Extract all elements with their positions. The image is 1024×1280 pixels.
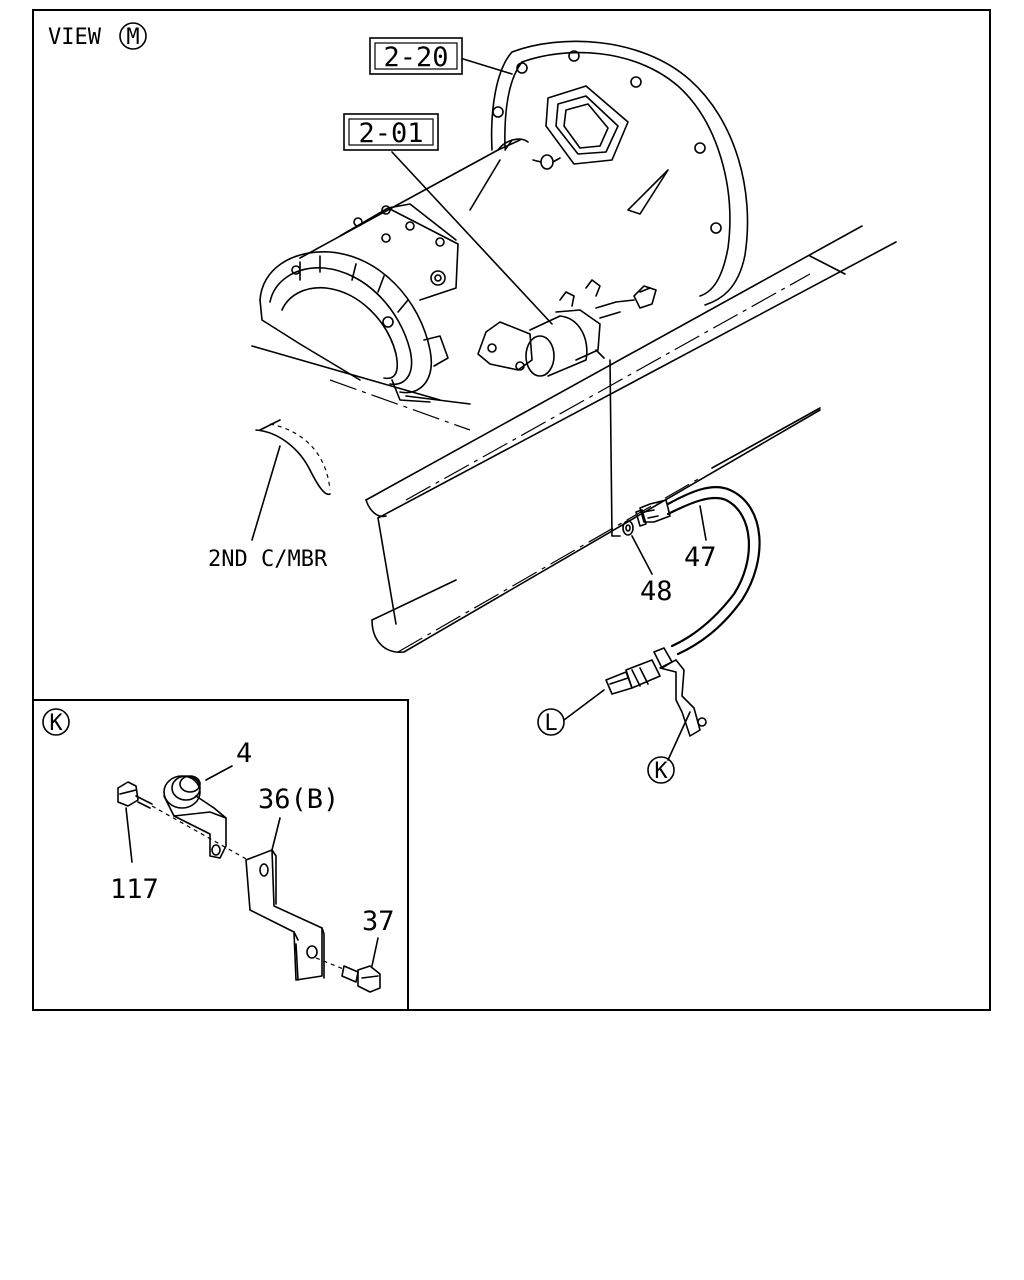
clip-ref-circle — [647, 756, 675, 784]
clip-ref-letter: K — [654, 759, 668, 784]
outer-frame — [32, 9, 991, 1011]
connector-ref-circle — [537, 708, 565, 736]
bell-housing-flange — [511, 40, 749, 306]
view-letter: M — [126, 25, 139, 50]
slave-cylinder — [477, 279, 657, 377]
bolt-long-part-number: 117 — [110, 874, 159, 905]
inset-ref-circle — [42, 708, 70, 736]
ref-2-01-label: 2-01 — [358, 118, 423, 149]
inset-frame — [33, 699, 409, 1010]
view-title: VIEW — [48, 25, 102, 50]
ref-2-20-box — [369, 37, 463, 75]
frame-rail — [259, 225, 897, 653]
bolt-short-part-number: 37 — [362, 906, 395, 937]
crossmember-label: 2ND C/MBR — [208, 547, 328, 572]
washer-part-number: 48 — [640, 576, 673, 607]
ref-2-20-label: 2-20 — [383, 42, 448, 73]
ref-2-01-box — [343, 113, 439, 151]
inset-clip-assembly — [117, 775, 381, 993]
hose-part-number: 47 — [684, 542, 717, 573]
second-crossmember — [251, 345, 471, 496]
clutch-hose — [605, 359, 761, 737]
transmission — [259, 40, 749, 403]
bracket-part-number: 36(B) — [258, 784, 339, 815]
leader-lines — [125, 57, 707, 967]
inset-ref-letter: K — [49, 711, 63, 736]
clip-part-number: 4 — [236, 738, 252, 769]
connector-ref-letter: L — [544, 711, 557, 736]
view-letter-circle — [119, 22, 147, 50]
